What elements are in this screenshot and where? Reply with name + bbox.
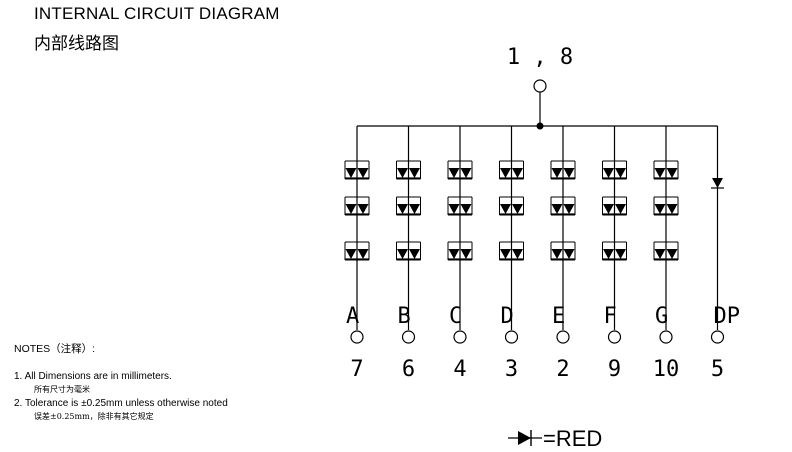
led-diode bbox=[459, 249, 473, 260]
led-diode bbox=[511, 204, 524, 215]
note-1: 1. All Dimensions are in millimeters. bbox=[14, 371, 172, 382]
led-diode bbox=[447, 204, 461, 215]
led-diode bbox=[602, 204, 615, 215]
pin-terminal bbox=[659, 330, 673, 344]
led-diode bbox=[356, 168, 370, 179]
led-diode bbox=[344, 168, 358, 179]
led-diode bbox=[562, 249, 576, 260]
led-diode bbox=[602, 168, 615, 179]
diagram-title: INTERNAL CIRCUIT DIAGRAM bbox=[34, 4, 280, 23]
led-diode bbox=[614, 249, 627, 260]
common-pin-label: 1 , 8 bbox=[507, 45, 573, 70]
pin-number-label: 5 bbox=[711, 357, 724, 382]
led-diode bbox=[396, 204, 409, 215]
led-diode bbox=[665, 204, 679, 215]
led-diode bbox=[344, 204, 358, 215]
led-diode bbox=[562, 204, 576, 215]
led-diode bbox=[665, 168, 679, 179]
led-diode bbox=[447, 168, 461, 179]
segment-label: C bbox=[449, 304, 462, 329]
led-diode bbox=[653, 204, 667, 215]
led-diode bbox=[550, 168, 564, 179]
junction-dot bbox=[536, 122, 544, 130]
legend-label: =RED bbox=[543, 426, 602, 451]
segment-label: G bbox=[655, 304, 668, 329]
led-diode bbox=[499, 249, 512, 260]
led-diode bbox=[459, 204, 473, 215]
segment-label: DP bbox=[714, 304, 741, 329]
led-diode bbox=[550, 249, 564, 260]
pin-terminal bbox=[504, 330, 519, 344]
pin-number-label: 3 bbox=[505, 357, 518, 382]
led-diode bbox=[653, 168, 667, 179]
led-diode bbox=[614, 204, 627, 215]
pin-terminal bbox=[401, 330, 416, 344]
led-diode bbox=[344, 249, 358, 260]
notes-title: NOTES（注释）: bbox=[14, 343, 96, 355]
led-diode bbox=[396, 249, 409, 260]
segment-label: E bbox=[552, 304, 565, 329]
led-diode bbox=[408, 249, 421, 260]
segment-label: B bbox=[398, 304, 411, 329]
segment-label: F bbox=[604, 304, 617, 329]
led-diode bbox=[562, 168, 576, 179]
pin-terminal bbox=[710, 330, 725, 344]
pin-terminal bbox=[607, 330, 622, 344]
led-diode bbox=[499, 204, 512, 215]
led-diode bbox=[653, 249, 667, 260]
diagram-subtitle: 内部线路图 bbox=[34, 34, 119, 54]
pin-number-label: 9 bbox=[608, 357, 621, 382]
note-2-translation: 误差±0.25mm，除非有其它规定 bbox=[34, 412, 154, 421]
pin-number-label: 2 bbox=[556, 357, 569, 382]
led-diode bbox=[511, 168, 524, 179]
led-diode bbox=[447, 249, 461, 260]
note-2: 2. Tolerance is ±0.25mm unless otherwise… bbox=[14, 398, 228, 409]
led-diode bbox=[356, 204, 370, 215]
pin-terminal bbox=[453, 330, 467, 344]
pin-number-label: 7 bbox=[350, 357, 363, 382]
pin-number-label: 4 bbox=[453, 357, 466, 382]
led-diode bbox=[511, 249, 524, 260]
led-diode bbox=[614, 168, 627, 179]
led-diode bbox=[459, 168, 473, 179]
led-diode bbox=[408, 204, 421, 215]
pin-number-label: 10 bbox=[653, 357, 680, 382]
segment-label: A bbox=[346, 304, 359, 329]
led-diode bbox=[408, 168, 421, 179]
led-diode bbox=[499, 168, 512, 179]
pin-terminal bbox=[556, 330, 570, 344]
led-diode bbox=[665, 249, 679, 260]
pin-number-label: 6 bbox=[402, 357, 415, 382]
legend: =RED bbox=[508, 426, 602, 451]
led-diode bbox=[602, 249, 615, 260]
segment-label: D bbox=[501, 304, 514, 329]
legend-diode-icon bbox=[518, 431, 531, 445]
pin-terminal bbox=[350, 330, 364, 344]
led-diode bbox=[550, 204, 564, 215]
note-1-translation: 所有尺寸为毫米 bbox=[34, 385, 90, 394]
led-diode bbox=[356, 249, 370, 260]
dp-led-diode bbox=[711, 178, 724, 189]
common-pin-terminal bbox=[533, 79, 547, 93]
led-diode bbox=[396, 168, 409, 179]
